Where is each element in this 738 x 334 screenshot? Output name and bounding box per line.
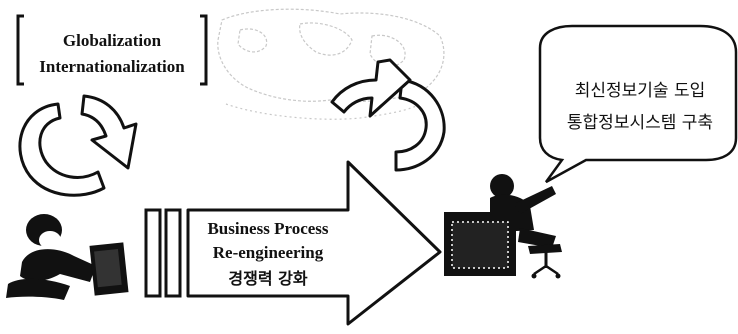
internationalization-label: Internationalization	[39, 57, 185, 76]
bubble-line1: 최신정보기술 도입	[575, 81, 706, 101]
person-at-desk-icon	[444, 174, 562, 279]
bpr-arrow	[186, 160, 442, 326]
bpr-line2: Re-engineering	[213, 243, 324, 262]
globalization-label: Globalization	[63, 31, 162, 50]
bpr-line1: Business Process	[207, 219, 328, 238]
left-cycle-arrow	[18, 94, 138, 197]
bubble-line2: 통합정보시스템 구축	[567, 113, 713, 133]
person-with-laptop-icon	[6, 214, 129, 300]
right-cycle-arrow	[330, 58, 446, 172]
bpr-line3: 경쟁력 강화	[228, 269, 307, 288]
speech-bubble: 최신정보기술 도입 통합정보시스템 구축	[538, 24, 738, 184]
right-bracket	[200, 14, 208, 86]
pause-bars	[144, 208, 182, 298]
globalization-box: Globalization Internationalization	[16, 14, 208, 86]
left-bracket	[16, 14, 24, 86]
